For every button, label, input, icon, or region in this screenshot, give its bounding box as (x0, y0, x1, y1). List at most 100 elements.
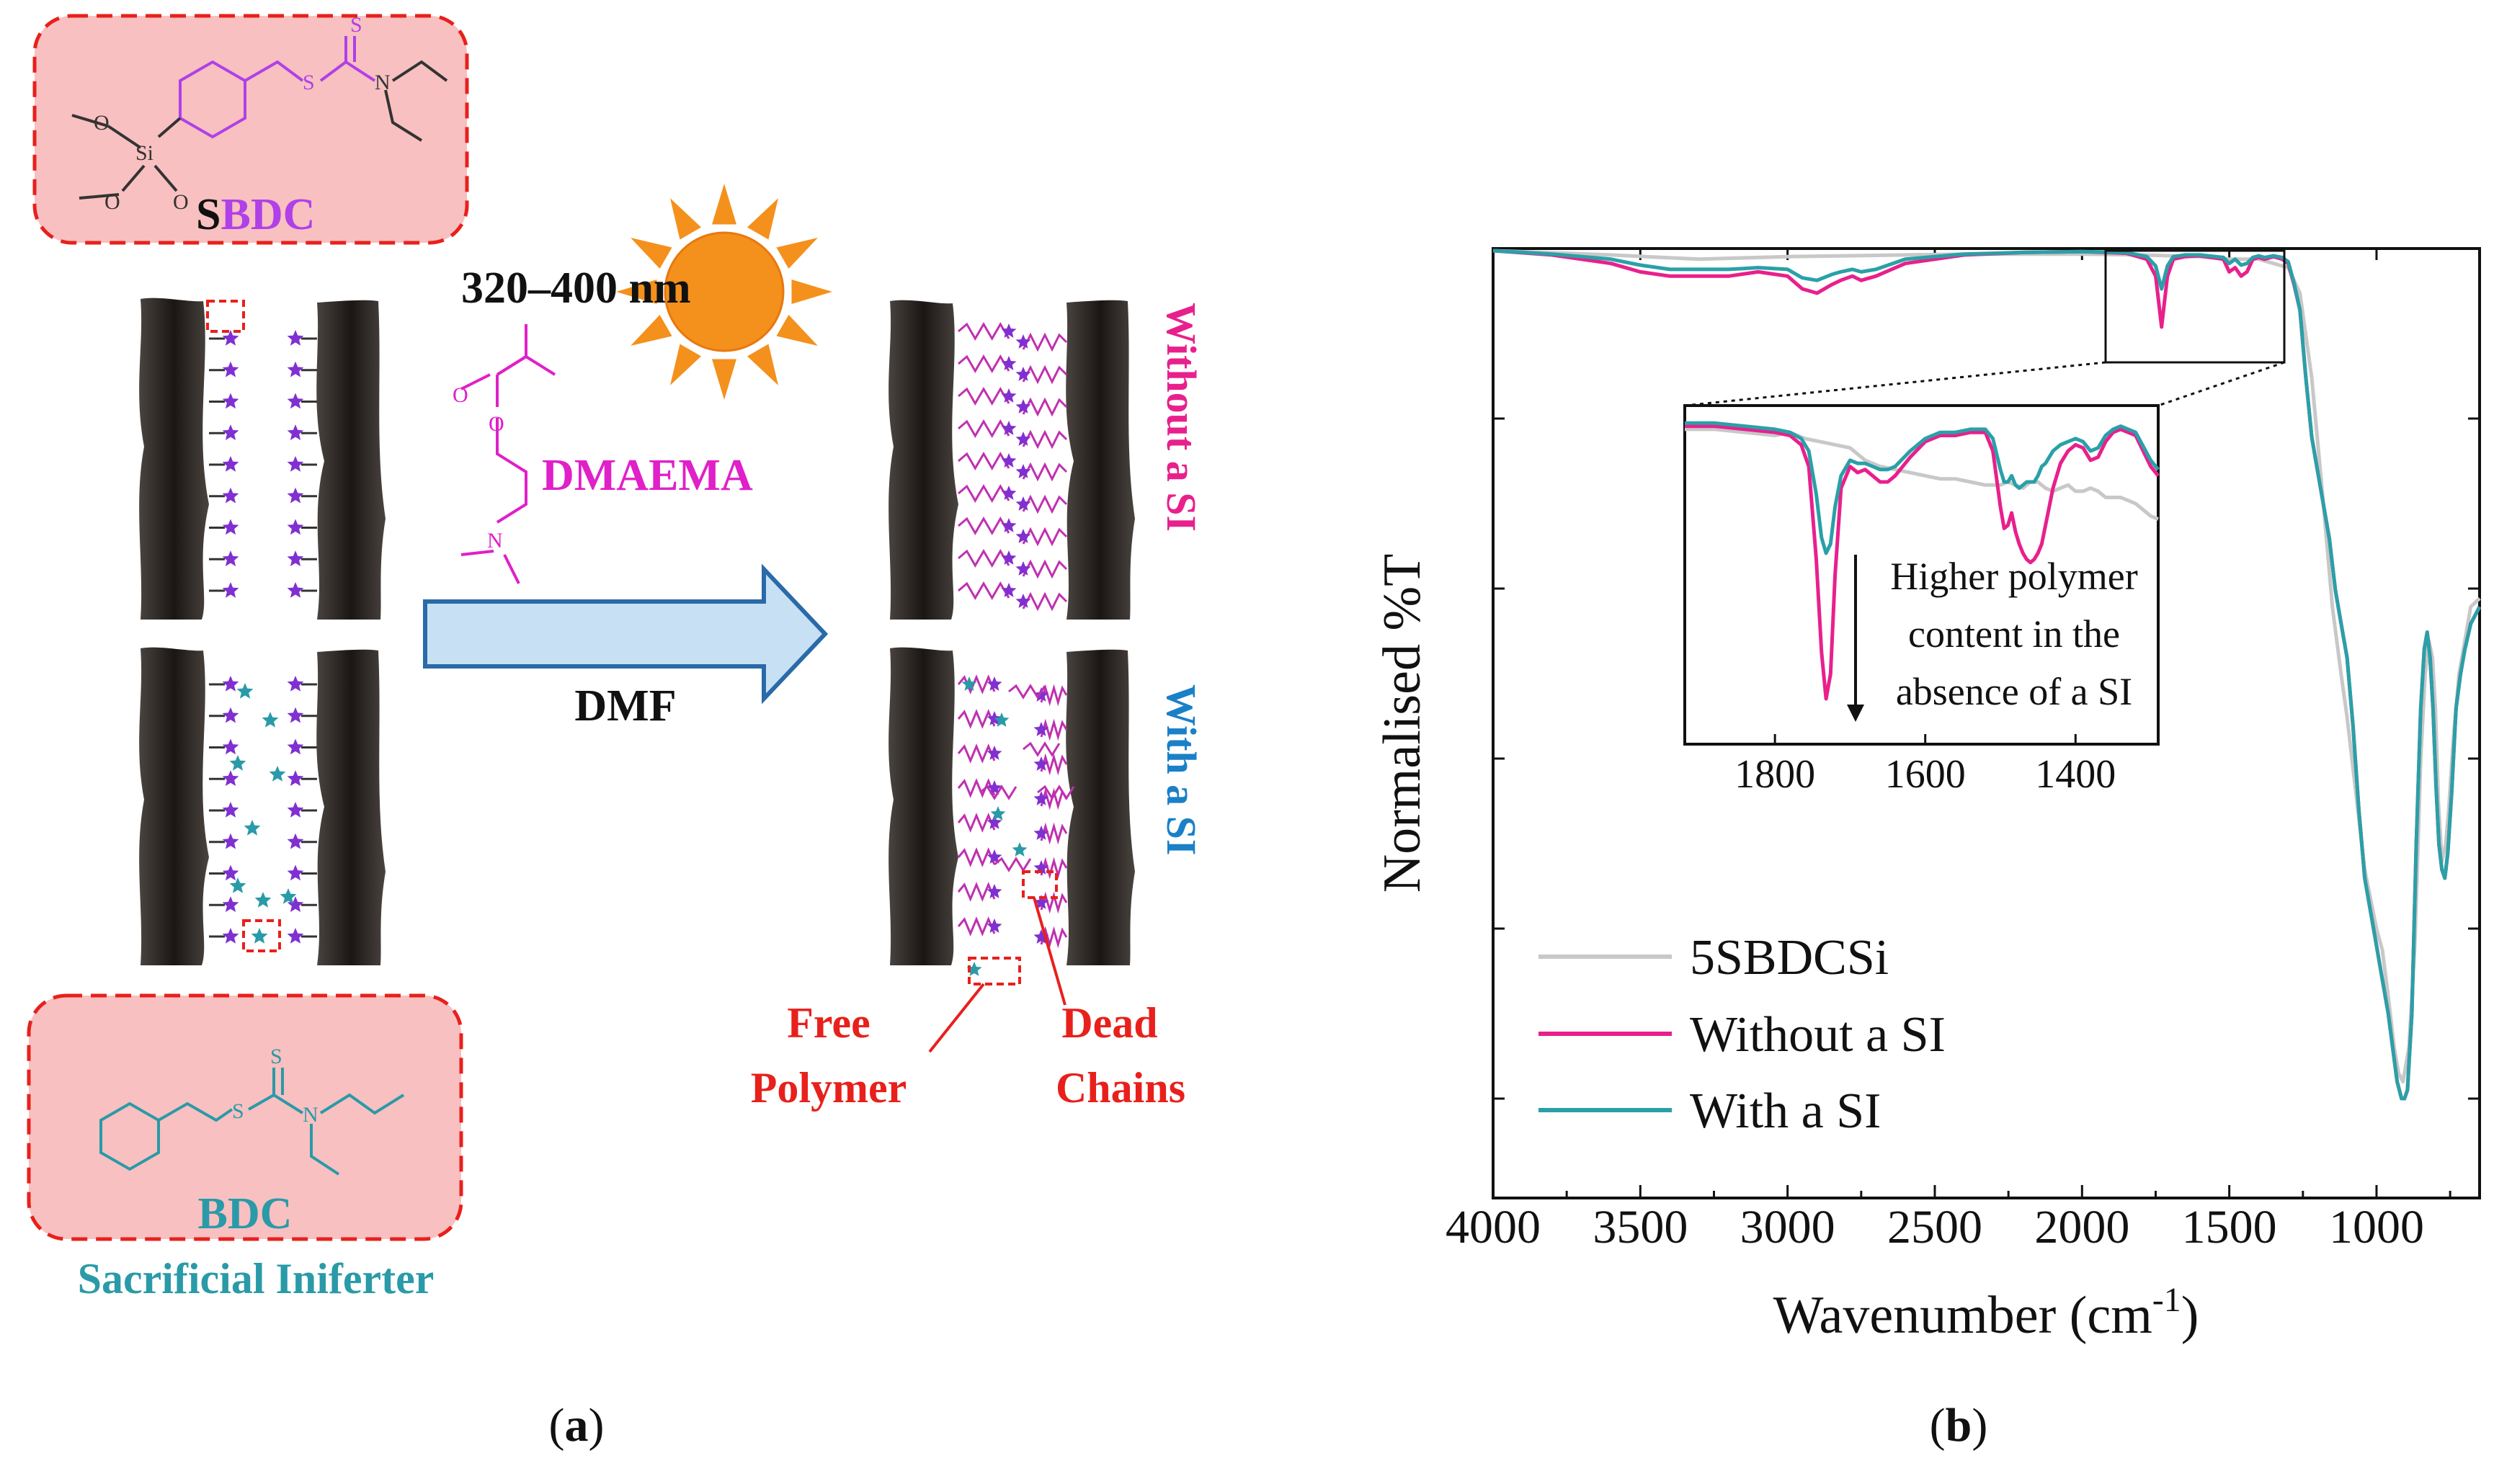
sbdc-o1: O (94, 111, 110, 135)
reaction-arrow (423, 563, 829, 705)
dmaema-structure (460, 324, 556, 584)
polymer-chain (1022, 494, 1068, 514)
polymer-chain (958, 581, 1010, 600)
free-polymer (1008, 684, 1046, 699)
sun-ray (776, 315, 818, 346)
sbdc-star (1033, 756, 1049, 771)
sbdc-star (1015, 367, 1031, 381)
sbdc-star (287, 802, 304, 818)
sbdc-star (987, 676, 1002, 691)
sun-ray (747, 344, 778, 385)
inset-series-line-0 (1685, 427, 2159, 521)
polymer-chain (957, 916, 996, 937)
polymer-chain (957, 813, 996, 833)
sbdc-box (32, 14, 469, 245)
sbdc-star (1033, 722, 1049, 736)
sbdc-s-mid: S (303, 71, 315, 94)
sbdc-star (1033, 791, 1049, 805)
sbdc-star (287, 676, 304, 692)
sbdc-star (287, 550, 304, 566)
sbdc-star (1001, 421, 1017, 435)
sbdc-star (287, 393, 304, 409)
sbdc-star (222, 361, 239, 377)
dead-chains-label-1: Dead (1061, 999, 1157, 1047)
sbdc-star (1033, 826, 1049, 840)
sbdc-star (222, 802, 239, 818)
sbdc-star (987, 918, 1002, 933)
x-axis-label: Wavenumber (cm-1) (1773, 1281, 2199, 1345)
polymer-chain (958, 452, 1010, 470)
sun-ray (776, 238, 818, 269)
bdc-star (229, 755, 246, 771)
polymer-chain (1022, 591, 1068, 612)
legend-label-2: With a SI (1690, 1083, 1881, 1139)
bdc-star (994, 712, 1010, 727)
x-tick-label: 1000 (2329, 1201, 2424, 1253)
bdc-callout: S S N BDC (27, 993, 463, 1241)
pore-wall-left (139, 647, 209, 965)
caption-a: (a) (549, 1399, 605, 1452)
bdc-star (961, 676, 977, 691)
sbdc-star (1001, 388, 1017, 403)
free-polymer (994, 857, 1032, 872)
polymer-chain (1022, 429, 1068, 450)
sbdc-star (1015, 432, 1031, 446)
zoom-leader-left (1684, 361, 2106, 407)
pore-before-top (139, 298, 386, 620)
sbdc-star (222, 456, 239, 472)
inset-x-tick-label: 1400 (2035, 752, 2116, 797)
bdc-s-top: S (270, 1045, 282, 1068)
bdc-star (229, 877, 246, 893)
polymer-chain (957, 847, 996, 867)
polymer-chain (1040, 926, 1068, 949)
sbdc-stars-before (209, 330, 317, 944)
bdc-star (262, 712, 279, 728)
sbdc-star (287, 738, 304, 755)
pore-after-top (889, 300, 1135, 620)
plot-frame (1492, 247, 2481, 1199)
sbdc-label: SBDC (196, 190, 315, 239)
polymer-chain (957, 743, 996, 764)
polymer-chain (1022, 527, 1068, 547)
polymer-chain (958, 387, 1010, 406)
sbdc-star (287, 582, 304, 598)
legend-label-0: 5SBDCSi (1690, 930, 1889, 985)
bdc-star (269, 766, 286, 782)
inset-x-tick-label: 1800 (1734, 752, 1815, 797)
series-line-2 (1492, 249, 2482, 1101)
sbdc-star (222, 393, 239, 409)
sbdc-star (1015, 399, 1031, 414)
sun-ray (670, 198, 701, 240)
bdc-star (236, 683, 254, 699)
sun-ray (747, 198, 778, 240)
bdc-star (280, 888, 297, 904)
dead-chains-marker (1022, 870, 1058, 899)
dmaema-o2: O (489, 412, 504, 436)
sbdc-star (287, 361, 304, 377)
bdc-star (244, 820, 261, 836)
sbdc-star (287, 519, 304, 535)
polymer-chain (957, 709, 996, 729)
polymer-chain (1040, 857, 1068, 880)
sbdc-star (222, 738, 239, 755)
dead-chains-label-2: Chains (1056, 1064, 1185, 1112)
sbdc-star (287, 864, 304, 881)
sbdc-star (222, 833, 239, 849)
inset-frame (1683, 404, 2160, 746)
free-polymer-label-1: Free (787, 999, 870, 1047)
pore-wall-left (889, 647, 958, 965)
x-tick-label: 4000 (1446, 1201, 1541, 1253)
sun-ray (631, 238, 672, 269)
legend: 5SBDCSi Without a SI With a SI (1538, 930, 1946, 1139)
pore-after-bottom (889, 647, 1135, 965)
inset-series-line-2 (1685, 421, 2160, 555)
bdc-s-mid: S (232, 1099, 244, 1123)
sun-ray (791, 279, 832, 305)
sbdc-star (1015, 496, 1031, 511)
sbdc-star (287, 487, 304, 504)
polymer-chain (957, 674, 996, 694)
sbdc-star (287, 456, 304, 472)
sbdc-star (287, 707, 304, 723)
